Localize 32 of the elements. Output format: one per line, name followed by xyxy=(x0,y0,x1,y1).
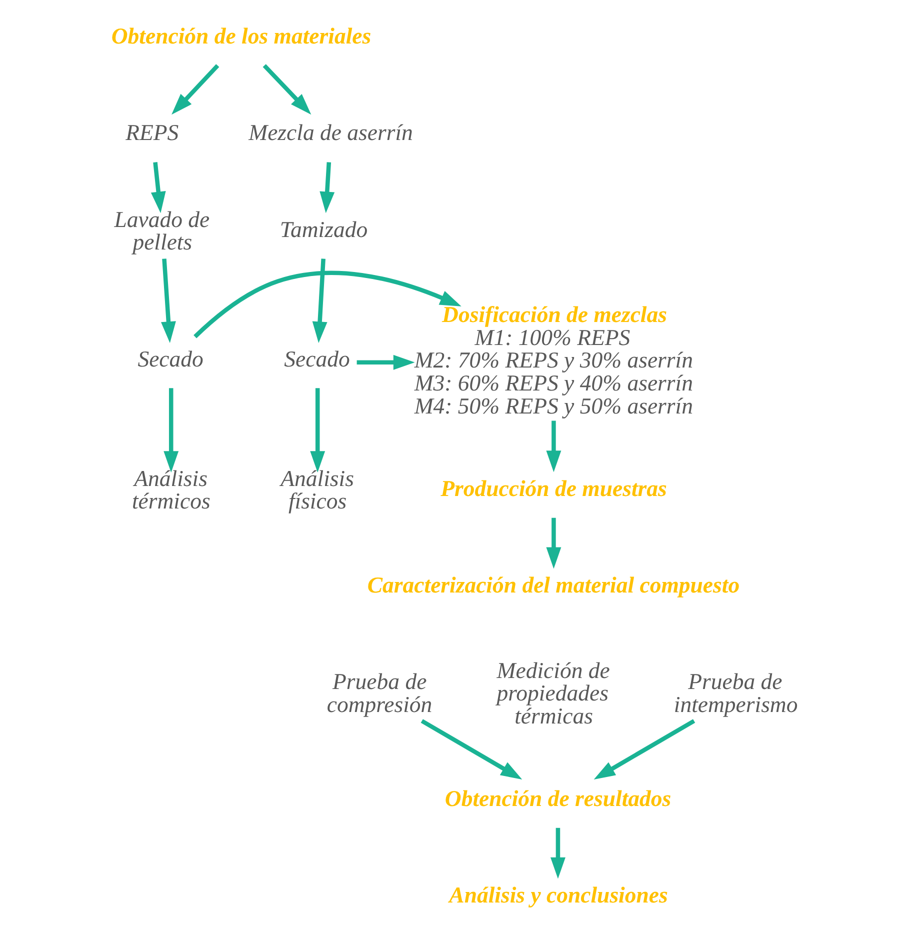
arrow xyxy=(150,162,166,214)
node-text: Obtención de resultados xyxy=(444,786,672,811)
node-text: Mezcla de aserrín xyxy=(248,120,413,146)
node-text: Prueba de compresión xyxy=(326,669,432,717)
arrow xyxy=(320,162,335,214)
arrow xyxy=(262,64,312,115)
node-text: Caracterización del material compuesto xyxy=(367,572,740,598)
node-text: Análisis térmicos xyxy=(132,466,210,514)
node-text: Medición de propiedades térmicas xyxy=(496,658,610,728)
arrow xyxy=(594,719,696,780)
arrow xyxy=(356,354,415,370)
arrow xyxy=(546,420,562,472)
node-text: Análisis y conclusiones xyxy=(449,882,668,908)
node-text: Secado xyxy=(138,346,204,372)
node-text: Secado xyxy=(284,346,350,372)
arrow xyxy=(546,518,562,569)
node-text: Dosificación de mezclas M1: 100% REPS M2: 70% REPS y 30% aserrín M3: 60% REPS y 40% aserrín M4: 50% REPS y 50% aserrín xyxy=(414,302,693,418)
node-text: Prueba de intemperismo xyxy=(674,669,798,717)
node-text: REPS xyxy=(126,120,179,146)
node-text: Lavado de pellets xyxy=(114,206,210,255)
node-text: Tamizado xyxy=(280,216,368,242)
arrow xyxy=(312,258,328,344)
arrow xyxy=(310,388,326,472)
node-text: Análisis físicos xyxy=(280,466,354,514)
arrow xyxy=(172,64,220,115)
arrow xyxy=(550,828,566,879)
node-text: Producción de muestras xyxy=(440,476,667,501)
arrow xyxy=(420,719,522,780)
node-text: Obtención de los materiales xyxy=(111,23,372,48)
arrow xyxy=(161,258,176,344)
arrow xyxy=(164,388,179,472)
arrow xyxy=(194,270,462,338)
